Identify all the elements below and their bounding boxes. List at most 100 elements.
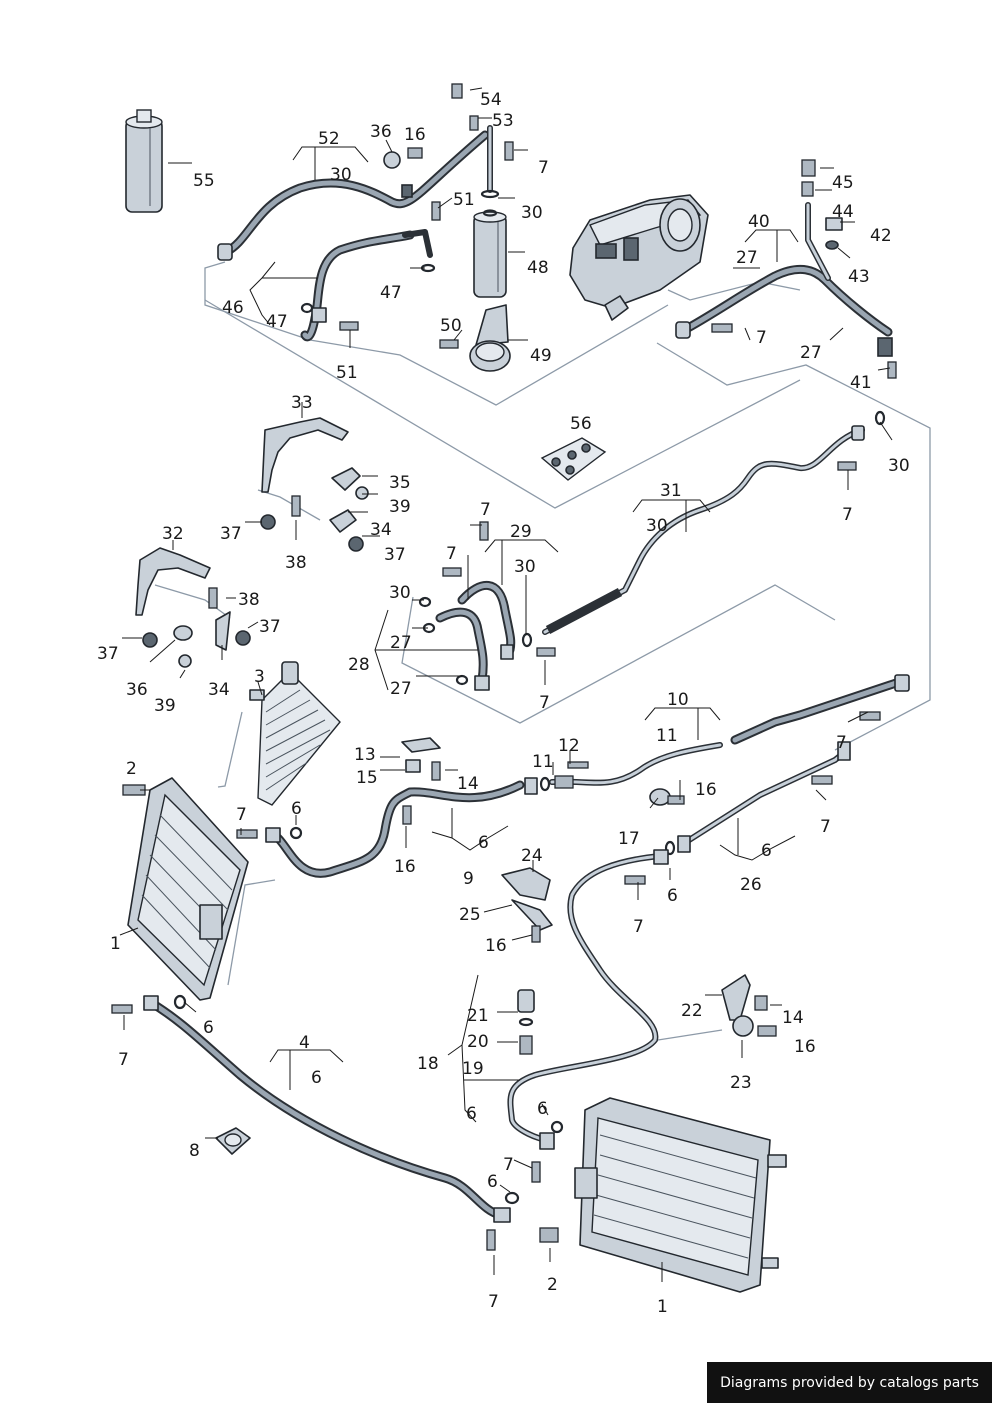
hose-46 <box>300 229 433 342</box>
callout-label: 35 <box>389 473 411 493</box>
callout-label: 2 <box>126 759 137 779</box>
callout-label: 37 <box>97 644 119 664</box>
callout-label: 39 <box>389 497 411 517</box>
bracket-22 <box>721 974 777 1037</box>
callout-label: 14 <box>782 1008 804 1028</box>
pipe-18 <box>507 849 669 1150</box>
callout-label: 25 <box>459 905 481 925</box>
callout-label: 19 <box>462 1059 484 1079</box>
callout-label: 1 <box>657 1297 668 1317</box>
callout-label: 34 <box>370 520 392 540</box>
callout-label: 44 <box>832 202 854 222</box>
callout-label: 48 <box>527 258 549 278</box>
callout-label: 47 <box>266 312 288 332</box>
callout-label: 41 <box>850 373 872 393</box>
leader-lines <box>119 87 893 1282</box>
callout-labels: 55 52 30 36 16 54 53 7 51 30 48 47 46 47… <box>97 90 910 1317</box>
callout-label: 30 <box>646 516 668 536</box>
rubber-pad-56 <box>540 437 607 481</box>
attribution-banner: Diagrams provided by catalogs parts <box>707 1362 992 1403</box>
callout-label: 13 <box>354 745 376 765</box>
callout-label: 7 <box>756 328 767 348</box>
hose-40 <box>675 159 893 357</box>
refrigerant-oil-can <box>125 109 163 213</box>
callout-label: 30 <box>330 165 352 185</box>
callout-label: 36 <box>126 680 148 700</box>
callout-label: 7 <box>446 544 457 564</box>
callout-label: 6 <box>203 1018 214 1038</box>
callout-label: 46 <box>222 298 244 318</box>
callout-label: 26 <box>740 875 762 895</box>
callout-label: 27 <box>800 343 822 363</box>
callout-label: 51 <box>336 363 358 383</box>
attribution-text: Diagrams provided by catalogs parts <box>720 1374 979 1391</box>
hose-10 <box>524 674 910 806</box>
callout-label: 38 <box>238 590 260 610</box>
callout-label: 40 <box>748 212 770 232</box>
compressor <box>569 194 709 321</box>
callout-label: 28 <box>348 655 370 675</box>
callout-label: 6 <box>761 841 772 861</box>
condenser-left <box>122 777 249 1001</box>
callout-label: 7 <box>539 693 550 713</box>
callout-label: 31 <box>660 481 682 501</box>
callout-label: 50 <box>440 316 462 336</box>
callout-label: 37 <box>220 524 242 544</box>
callout-label: 52 <box>318 129 340 149</box>
pipe-53 <box>451 83 493 193</box>
callout-label: 7 <box>118 1050 129 1070</box>
pipe-26 <box>664 741 851 856</box>
callout-label: 7 <box>842 505 853 525</box>
callout-label: 7 <box>488 1292 499 1312</box>
receiver-drier <box>473 189 507 298</box>
callout-label: 6 <box>291 799 302 819</box>
condenser-right <box>539 1097 787 1293</box>
callout-label: 7 <box>503 1155 514 1175</box>
callout-label: 8 <box>189 1141 200 1161</box>
hose-52 <box>217 130 490 261</box>
callout-label: 16 <box>794 1037 816 1057</box>
callout-label: 11 <box>656 726 678 746</box>
callout-label: 29 <box>510 522 532 542</box>
callout-label: 6 <box>487 1172 498 1192</box>
callout-label: 30 <box>521 203 543 223</box>
callout-label: 27 <box>390 679 412 699</box>
callout-label: 2 <box>547 1275 558 1295</box>
callout-label: 49 <box>530 346 552 366</box>
callout-label: 20 <box>467 1032 489 1052</box>
callout-label: 6 <box>311 1068 322 1088</box>
pipe-31 <box>542 410 886 635</box>
callout-label: 7 <box>538 158 549 178</box>
bracket-33 <box>260 417 369 552</box>
callout-label: 7 <box>633 917 644 937</box>
callout-label: 45 <box>832 173 854 193</box>
callout-label: 37 <box>259 617 281 637</box>
callout-label: 12 <box>558 736 580 756</box>
callout-label: 6 <box>478 833 489 853</box>
callout-label: 9 <box>463 869 474 889</box>
callout-label: 6 <box>466 1104 477 1124</box>
callout-label: 51 <box>453 190 475 210</box>
hose-29 <box>418 580 533 691</box>
callout-label: 1 <box>110 934 121 954</box>
evaporator-3 <box>249 661 341 806</box>
callout-label: 7 <box>480 500 491 520</box>
callout-label: 10 <box>667 690 689 710</box>
callout-label: 22 <box>681 1001 703 1021</box>
callout-label: 24 <box>521 846 543 866</box>
callout-label: 27 <box>736 248 758 268</box>
callout-label: 16 <box>695 780 717 800</box>
bracket-24 <box>501 867 553 943</box>
callout-label: 16 <box>485 936 507 956</box>
callout-label: 43 <box>848 267 870 287</box>
bracket-49 <box>469 304 511 372</box>
callout-label: 6 <box>537 1099 548 1119</box>
callout-label: 27 <box>390 633 412 653</box>
callout-label: 16 <box>394 857 416 877</box>
callout-label: 18 <box>417 1054 439 1074</box>
callout-label: 30 <box>514 557 536 577</box>
callout-label: 4 <box>299 1033 310 1053</box>
callout-label: 16 <box>404 125 426 145</box>
callout-label: 42 <box>870 226 892 246</box>
